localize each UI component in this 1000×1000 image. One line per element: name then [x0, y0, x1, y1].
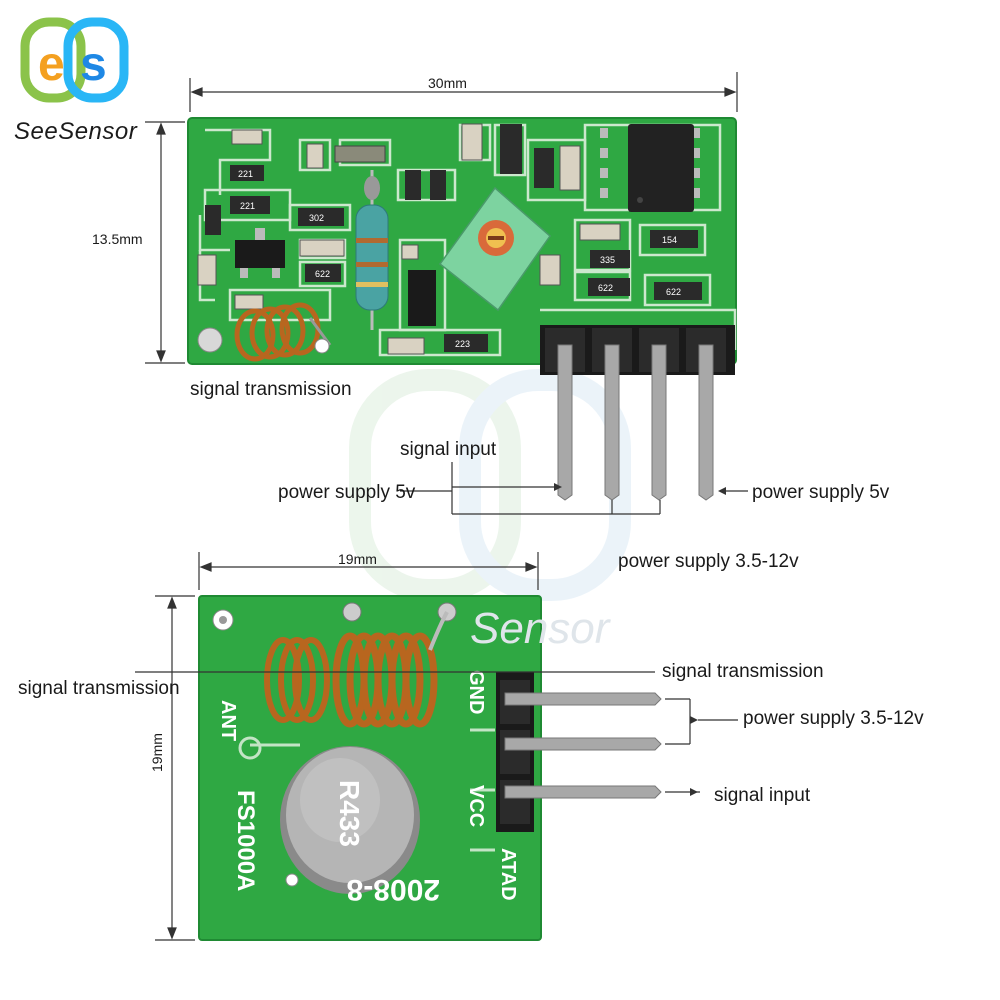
tx-inductor [355, 170, 389, 330]
tx-signal-arrow-icon [554, 483, 562, 491]
tx-chip-label: 221 [240, 201, 255, 211]
tx-chip-label: 221 [238, 169, 253, 179]
tx-chip-label: 622 [598, 283, 613, 293]
tx-width-dimension [189, 72, 738, 112]
tx-chip-label: 223 [455, 339, 470, 349]
rx-callout-signal: signal input [714, 785, 811, 806]
tx-mount-hole-icon [197, 327, 223, 353]
tx-power-arrow-icon [718, 487, 726, 495]
rx-width-dimension [198, 552, 539, 590]
brand-logo-mark: e s [20, 17, 129, 103]
rx-power-arrow-icon [690, 716, 698, 724]
tx-pcb: 221 221 302 622 [187, 117, 737, 501]
rx-pcb: R433 ANT FS1000A 2008-8 GND VCC ATAD [198, 595, 662, 941]
rx-callout-antenna-left: signal transmission [18, 678, 180, 699]
watermark-text: Sensor [470, 604, 610, 653]
tx-callout-power-left: power supply 5v [278, 482, 416, 503]
rx-height-label: 19mm [149, 733, 165, 772]
tx-header-pins [557, 344, 714, 501]
rx-width-label: 19mm [338, 551, 377, 567]
tx-via-icon [314, 338, 330, 354]
rx-silk-ant: ANT [217, 700, 239, 741]
rx-callout-antenna-right: signal transmission [662, 661, 824, 682]
tx-width-label: 30mm [428, 75, 467, 91]
rx-header-pins [504, 692, 662, 799]
tx-callout-lines [400, 462, 748, 515]
tx-smd-components: 221 221 302 622 [197, 123, 702, 355]
svg-text:e: e [38, 38, 65, 91]
tx-chip-label: 335 [600, 255, 615, 265]
watermark-logo [349, 369, 631, 601]
tx-chip-label: 622 [315, 269, 330, 279]
rx-silk-data: ATAD [497, 848, 519, 901]
tx-callout-signal: signal input [400, 439, 497, 460]
rx-silk-date: 2008-8 [347, 873, 440, 906]
svg-text:s: s [80, 38, 107, 91]
tx-antenna-coil [234, 302, 332, 362]
rx-silk-model: FS1000A [232, 790, 259, 891]
rx-crystal-label: R433 [334, 780, 365, 847]
tx-callout-power-right: power supply 5v [752, 482, 890, 503]
rx-signal-arrow-icon [690, 788, 698, 796]
rx-silk-vcc: VCC [465, 785, 487, 827]
tx-chip-label: 154 [662, 235, 677, 245]
rx-height-dimension [155, 595, 195, 941]
rx-coil-large [332, 611, 449, 728]
tx-chip-label: 622 [666, 287, 681, 297]
tx-callout-antenna: signal transmission [190, 379, 352, 400]
rx-silk-gnd: GND [465, 670, 487, 714]
tx-trimmer-capacitor [438, 186, 552, 312]
rx-coil-small [264, 637, 330, 723]
tx-height-dimension [145, 121, 185, 364]
tx-chip-label: 302 [309, 213, 324, 223]
brand-name: SeeSensor [14, 118, 138, 145]
rx-callout-power: power supply 3.5-12v [743, 708, 924, 729]
tx-height-label: 13.5mm [92, 231, 143, 247]
rx-crystal-can: R433 [280, 746, 420, 894]
tx-callout-supply-range: power supply 3.5-12v [618, 551, 799, 572]
